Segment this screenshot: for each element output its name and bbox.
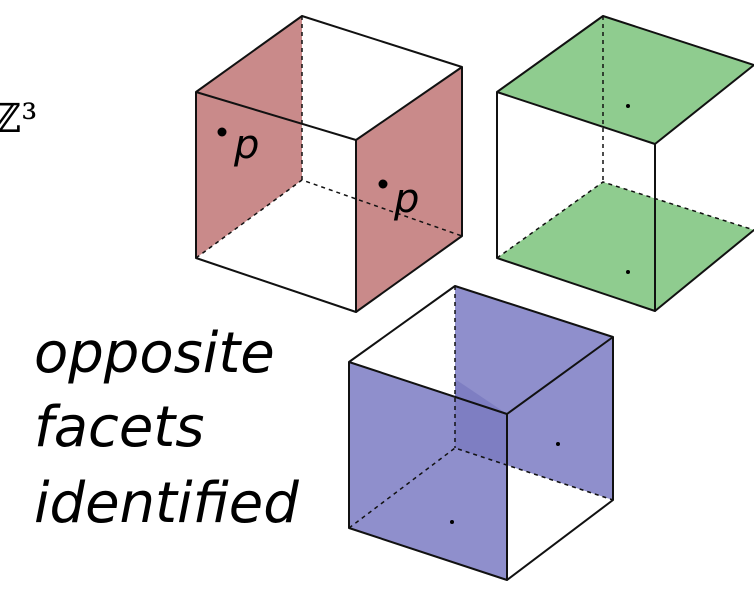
cube-red: p p xyxy=(195,15,463,313)
green-bottom-dot xyxy=(626,270,630,274)
blue-front-dot xyxy=(450,520,454,524)
point-p-right xyxy=(378,179,388,189)
red-hidden-edges xyxy=(195,179,463,259)
green-front-outline xyxy=(496,92,656,312)
caption-line-3: identified xyxy=(34,471,299,536)
red-right-outline xyxy=(355,67,463,313)
blue-hidden-edges xyxy=(348,447,614,529)
blue-right-outline xyxy=(506,337,614,581)
blue-back-dot xyxy=(556,442,560,446)
point-label-left: p xyxy=(233,122,259,168)
red-face-right xyxy=(356,67,462,312)
cube-green xyxy=(496,15,754,312)
blue-front-outline xyxy=(348,362,508,581)
green-top-dot xyxy=(626,104,630,108)
red-face-left xyxy=(196,16,302,258)
caption-line-1: opposite xyxy=(34,321,275,386)
green-face-top xyxy=(497,16,754,144)
caption: opposite facets identified xyxy=(34,321,299,536)
green-bottom-right-edge xyxy=(654,229,754,312)
point-label-right: p xyxy=(393,176,419,222)
green-top-outline xyxy=(496,15,754,145)
green-hidden-edges xyxy=(496,181,754,259)
green-face-bottom xyxy=(497,182,754,311)
space-label: ℤ³ xyxy=(0,96,37,142)
red-front-outline xyxy=(195,92,357,313)
cube-blue xyxy=(348,285,614,581)
point-p-left xyxy=(217,127,227,137)
caption-line-2: facets xyxy=(34,395,204,460)
